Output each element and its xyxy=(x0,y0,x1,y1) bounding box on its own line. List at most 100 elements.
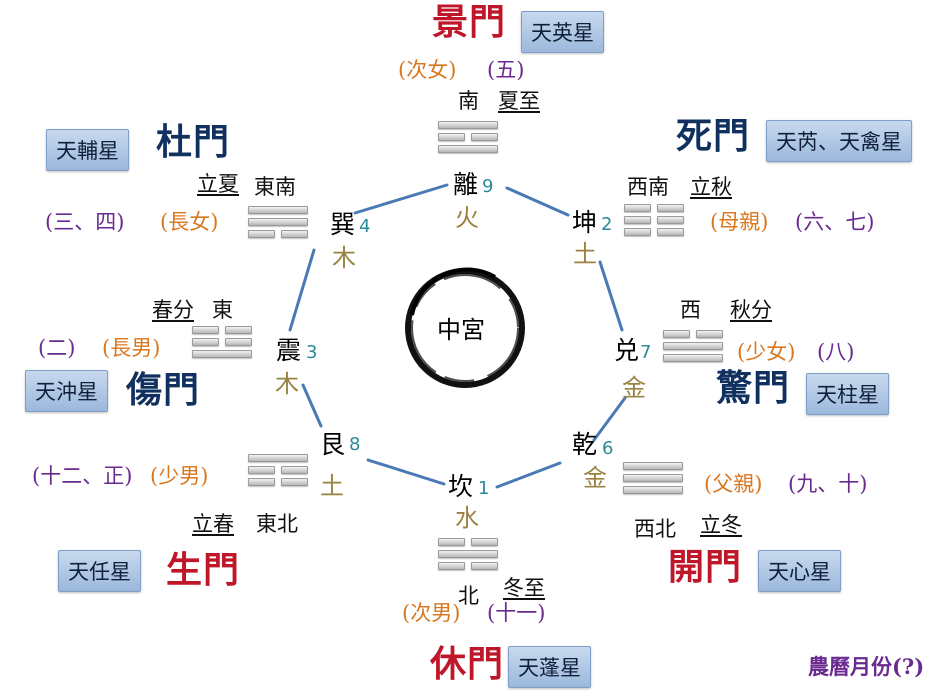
trigram-qian: 乾 xyxy=(572,430,598,459)
trigram-line-yin xyxy=(624,228,684,236)
direction-dui: 西 xyxy=(680,298,701,322)
solar-term-qian: 立冬 xyxy=(700,513,742,537)
edge-kan-gen xyxy=(366,458,446,486)
yin-segment xyxy=(438,562,465,570)
center-palace-label: 中宮 xyxy=(437,316,485,344)
solar-term-kan: 冬至 xyxy=(503,576,545,600)
yin-segment xyxy=(248,230,275,238)
edge-li-kun xyxy=(505,186,570,217)
trigram-symbol-kun xyxy=(624,204,684,240)
months-kan: (十一) xyxy=(487,601,546,625)
yang-segment xyxy=(248,454,308,462)
element-zhen: 木 xyxy=(275,370,299,398)
trigram-symbol-zhen xyxy=(192,326,252,362)
solar-term-dui: 秋分 xyxy=(730,298,772,322)
direction-xun: 東南 xyxy=(254,175,296,199)
door-zhen: 傷門 xyxy=(126,369,201,411)
yin-segment xyxy=(192,326,219,334)
family-kan: (次男) xyxy=(402,601,461,625)
trigram-symbol-qian xyxy=(623,462,683,498)
edge-qian-kan xyxy=(495,461,562,489)
months-zhen: (二) xyxy=(38,336,76,360)
yin-segment xyxy=(624,216,651,224)
trigram-line-yin xyxy=(438,562,498,570)
yin-segment xyxy=(624,228,651,236)
edge-kun-dui xyxy=(598,260,624,332)
number-dui: 7 xyxy=(640,342,652,363)
star-dui: 天柱星 xyxy=(806,373,889,415)
yang-segment xyxy=(248,218,308,226)
direction-qian: 西北 xyxy=(634,517,676,541)
door-dui: 驚門 xyxy=(716,367,791,409)
trigram-line-yin xyxy=(624,204,684,212)
door-li: 景門 xyxy=(432,1,507,43)
yin-segment xyxy=(624,204,651,212)
edge-zhen-xun xyxy=(288,248,316,332)
number-gen: 8 xyxy=(349,434,361,455)
family-zhen: (長男) xyxy=(102,336,161,360)
number-kun: 2 xyxy=(601,214,613,235)
star-zhen: 天沖星 xyxy=(25,370,108,412)
element-dui: 金 xyxy=(622,374,646,402)
element-gen: 土 xyxy=(320,472,344,500)
solar-term-kun: 立秋 xyxy=(690,175,732,199)
yang-segment xyxy=(623,486,683,494)
trigram-line-yang xyxy=(248,206,308,214)
yang-segment xyxy=(663,354,723,362)
trigram-gen: 艮 xyxy=(320,430,346,459)
trigram-line-yang xyxy=(248,454,308,462)
door-xun: 杜門 xyxy=(156,121,231,163)
trigram-line-yang xyxy=(623,474,683,482)
trigram-line-yin xyxy=(663,330,723,338)
yang-segment xyxy=(438,145,498,153)
trigram-line-yang xyxy=(663,354,723,362)
trigram-line-yang xyxy=(248,218,308,226)
trigram-symbol-xun xyxy=(248,206,308,242)
direction-gen: 東北 xyxy=(256,512,298,536)
trigram-zhen: 震 xyxy=(276,336,302,365)
edge-xun-li xyxy=(353,183,449,215)
solar-term-zhen: 春分 xyxy=(152,298,194,322)
door-gen: 生門 xyxy=(166,549,241,591)
yang-segment xyxy=(663,342,723,350)
number-li: 9 xyxy=(482,176,494,197)
element-kan: 水 xyxy=(455,504,479,532)
number-qian: 6 xyxy=(602,438,614,459)
yang-segment xyxy=(438,550,498,558)
element-xun: 木 xyxy=(332,244,356,272)
element-qian: 金 xyxy=(583,464,607,492)
number-kan: 1 xyxy=(478,478,490,499)
months-dui: (八) xyxy=(817,340,855,364)
trigram-xun: 巽 xyxy=(330,210,356,239)
yin-segment xyxy=(281,230,308,238)
star-li: 天英星 xyxy=(521,11,604,53)
direction-kan: 北 xyxy=(458,584,479,608)
door-qian: 開門 xyxy=(668,546,743,588)
direction-kun: 西南 xyxy=(627,175,669,199)
trigram-li: 離 xyxy=(453,170,479,199)
yin-segment xyxy=(696,330,723,338)
trigram-line-yang xyxy=(623,462,683,470)
yin-segment xyxy=(192,338,219,346)
yin-segment xyxy=(663,330,690,338)
yin-segment xyxy=(248,466,275,474)
yin-segment xyxy=(248,478,275,486)
solar-term-gen: 立春 xyxy=(192,512,234,536)
yang-segment xyxy=(623,474,683,482)
months-qian: (九、十) xyxy=(788,472,868,496)
trigram-line-yin xyxy=(192,326,252,334)
yin-segment xyxy=(225,338,252,346)
trigram-line-yang xyxy=(663,342,723,350)
trigram-symbol-kan xyxy=(438,538,498,574)
trigram-line-yin xyxy=(248,230,308,238)
edge-dui-qian xyxy=(592,396,627,442)
edge-gen-zhen xyxy=(301,383,323,428)
trigram-line-yang xyxy=(438,121,498,129)
trigram-line-yang xyxy=(438,550,498,558)
trigram-line-yin xyxy=(624,216,684,224)
direction-li: 南 xyxy=(458,89,479,113)
yin-segment xyxy=(438,133,465,141)
months-gen: (十二、正) xyxy=(32,464,133,488)
star-xun: 天輔星 xyxy=(46,129,129,171)
number-zhen: 3 xyxy=(306,342,318,363)
